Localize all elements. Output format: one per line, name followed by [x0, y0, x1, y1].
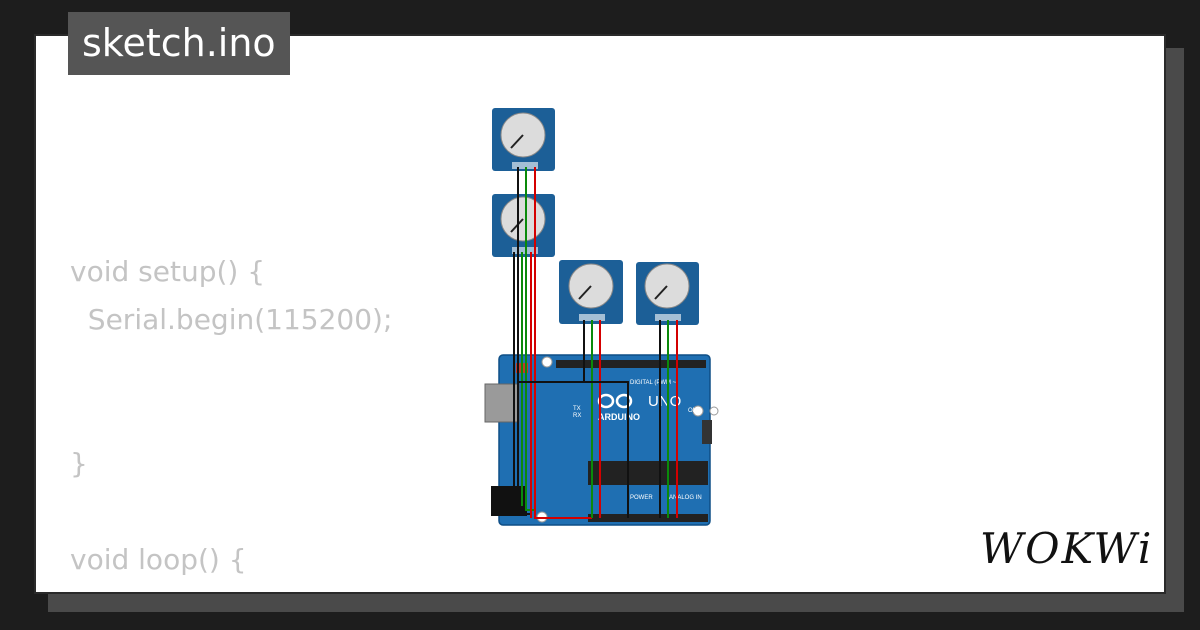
- power-label: POWER: [630, 495, 653, 501]
- wires: [513, 167, 678, 519]
- board-logo-text: UNO: [648, 393, 681, 410]
- file-tab[interactable]: sketch.ino: [68, 12, 290, 75]
- potentiometer-1[interactable]: [492, 108, 555, 171]
- code-line: }: [70, 447, 88, 480]
- atmega-chip: [588, 461, 708, 485]
- potentiometer-2[interactable]: [492, 194, 555, 257]
- potentiometer-3[interactable]: [559, 260, 623, 324]
- potentiometer-4[interactable]: [636, 262, 699, 325]
- wokwi-logo: WOKWi: [980, 524, 1154, 573]
- code-line: void loop() {: [70, 543, 247, 576]
- code-line: void setup() {: [70, 255, 266, 288]
- code-line: Serial.begin(115200);: [70, 303, 393, 336]
- code-line: int R0 = analogRead(A0) & F...: [70, 584, 514, 592]
- circuit-diagram: UNO ARDUINO DIGITAL (PWM ~) POWER ANALOG…: [484, 108, 719, 526]
- on-label: ON: [688, 408, 697, 414]
- preview-card: void setup() { Serial.begin(115200);} voi…: [34, 34, 1166, 594]
- tx-label: TX: [573, 406, 581, 412]
- board-brand-text: ARDUINO: [598, 412, 640, 422]
- analog-label: ANALOG IN: [669, 495, 702, 501]
- digital-label: DIGITAL (PWM ~): [630, 380, 678, 386]
- arduino-uno-board[interactable]: UNO ARDUINO DIGITAL (PWM ~) POWER ANALOG…: [484, 354, 719, 526]
- rx-label: RX: [573, 413, 581, 419]
- code-preview: void setup() { Serial.begin(115200);} voi…: [70, 248, 514, 592]
